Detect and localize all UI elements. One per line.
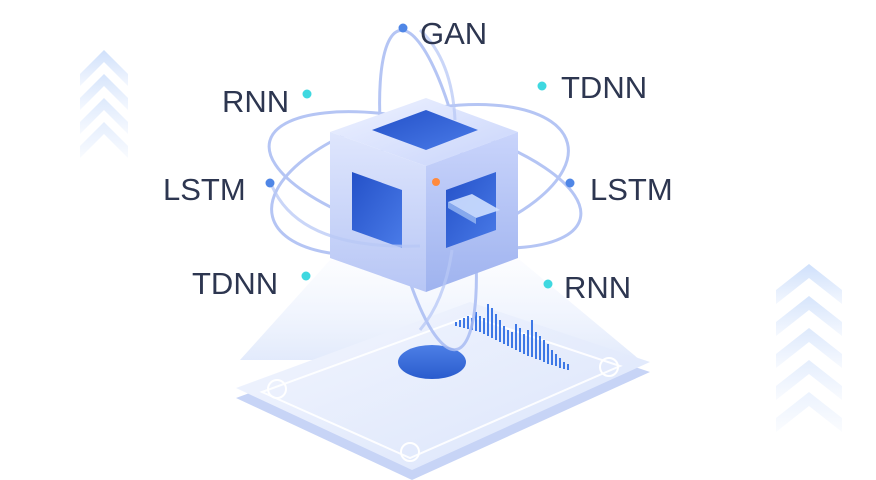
platform-disc (398, 345, 466, 379)
node-dot-icon (398, 23, 408, 33)
node-dot-icon (301, 271, 311, 281)
label-rnn-right: RNN (564, 270, 632, 305)
chevron-up-icon-right (776, 264, 842, 432)
node-dot-icon (543, 279, 553, 289)
corner-marker-icon (400, 442, 420, 462)
label-lstm-left: LSTM (163, 172, 246, 207)
cube (330, 98, 518, 292)
platform (236, 302, 650, 480)
label-tdnn-left: TDNN (192, 266, 279, 301)
node-dot-icon (265, 178, 275, 188)
node-dot-icon (432, 178, 440, 186)
corner-marker-icon (599, 357, 619, 377)
chevron-up-icon-left (80, 50, 128, 158)
node-dot-icon (537, 81, 547, 91)
node-dot-icon (302, 89, 312, 99)
node-dot-icon (565, 178, 575, 188)
label-tdnn-right: TDNN (561, 70, 648, 105)
label-lstm-right: LSTM (590, 172, 673, 207)
orbit-rings-front (270, 28, 457, 331)
label-rnn-left: RNN (222, 84, 290, 119)
waveform-icon (455, 304, 569, 370)
label-gan: GAN (420, 16, 488, 51)
corner-marker-icon (267, 379, 287, 399)
